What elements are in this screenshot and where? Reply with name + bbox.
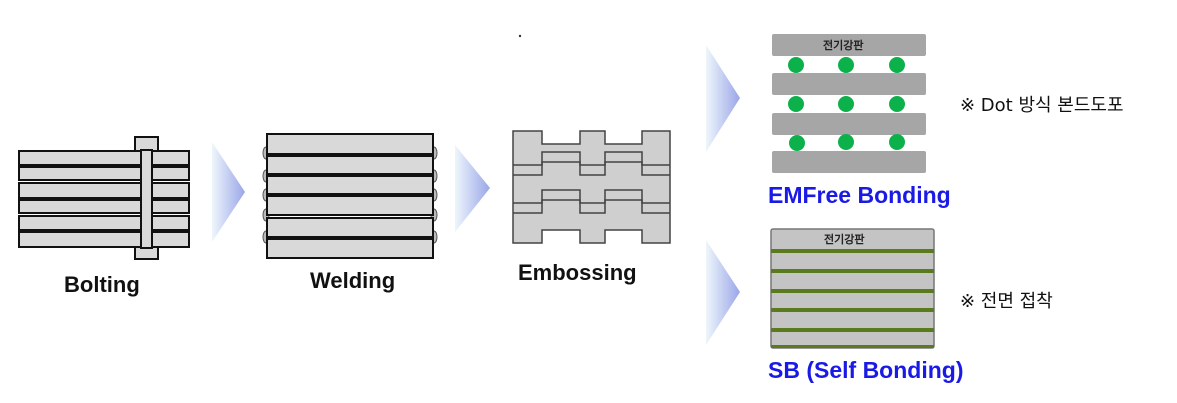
sb-plate-label: 전기강판	[824, 233, 865, 246]
embossing-label: Embossing	[518, 260, 637, 285]
arrow-emfree	[706, 45, 740, 152]
sb-note: ※ 전면 접착	[960, 291, 1053, 312]
embossing-illustration	[512, 130, 671, 244]
arrow-2	[455, 145, 490, 232]
emfree-note: ※ Dot 방식 본드도포	[960, 95, 1124, 116]
sb-title: SB (Self Bonding)	[768, 357, 964, 383]
arrow-sb	[706, 240, 740, 345]
arrow-1	[212, 142, 245, 242]
sb-illustration	[770, 228, 935, 349]
stray-dot	[518, 34, 522, 38]
emfree-plate-label: 전기강판	[823, 39, 864, 52]
emfree-title: EMFree Bonding	[768, 182, 951, 208]
emfree-illustration	[772, 34, 926, 173]
welding-illustration	[262, 133, 438, 259]
bolting-illustration	[18, 136, 190, 260]
welding-label: Welding	[310, 268, 396, 293]
bolting-label: Bolting	[64, 272, 140, 297]
